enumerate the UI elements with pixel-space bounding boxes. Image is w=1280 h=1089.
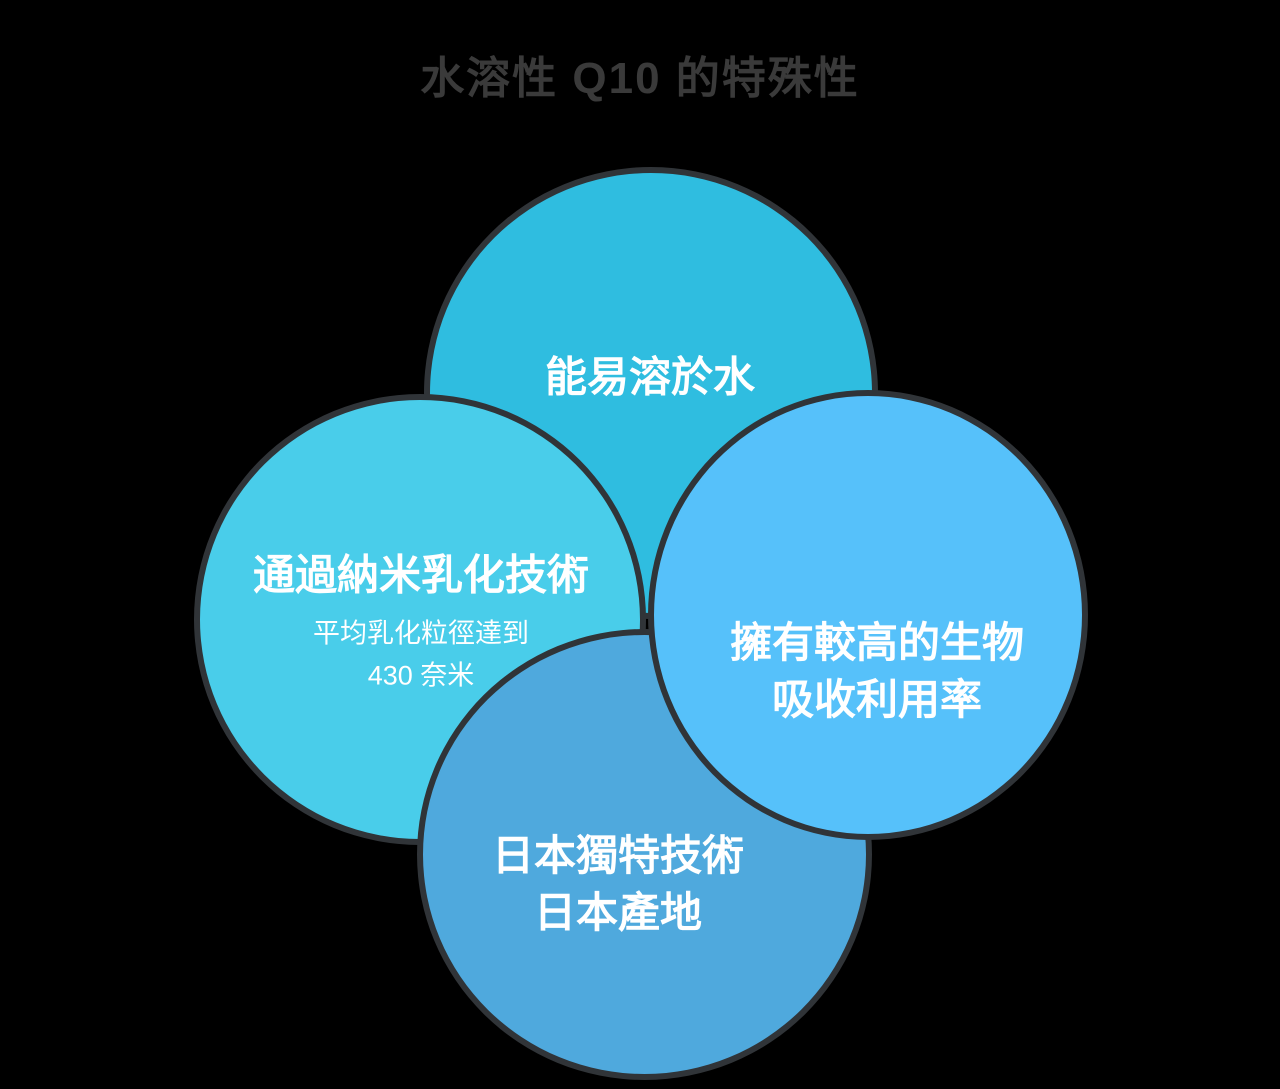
label-japan-origin-line2: 日本產地: [533, 889, 703, 936]
label-japan-origin-line1: 日本獨特技術: [491, 831, 745, 879]
label-nano-emulsion-sub: 平均乳化粒徑達到 430 奈米: [253, 614, 589, 698]
label-water-soluble: 能易溶於水: [545, 348, 755, 405]
label-water-soluble-text: 能易溶於水: [544, 353, 756, 401]
circle-bioavailability: [648, 390, 1088, 840]
label-bioavailability-line1: 擁有較高的生物: [729, 618, 1025, 666]
label-japan-origin: 日本獨特技術 日本產地: [492, 827, 744, 941]
label-bioavailability-line2: 吸收利用率: [771, 676, 983, 723]
page-title: 水溶性 Q10 的特殊性: [420, 54, 860, 103]
label-nano-emulsion-sub-line1: 平均乳化粒徑達到: [312, 618, 529, 649]
label-nano-emulsion: 通過納米乳化技術 平均乳化粒徑達到 430 奈米: [253, 547, 589, 698]
label-nano-emulsion-sub-line2: 430 奈米: [367, 660, 475, 691]
label-nano-emulsion-main: 通過納米乳化技術: [252, 551, 590, 599]
label-bioavailability: 擁有較高的生物 吸收利用率: [730, 614, 1024, 728]
